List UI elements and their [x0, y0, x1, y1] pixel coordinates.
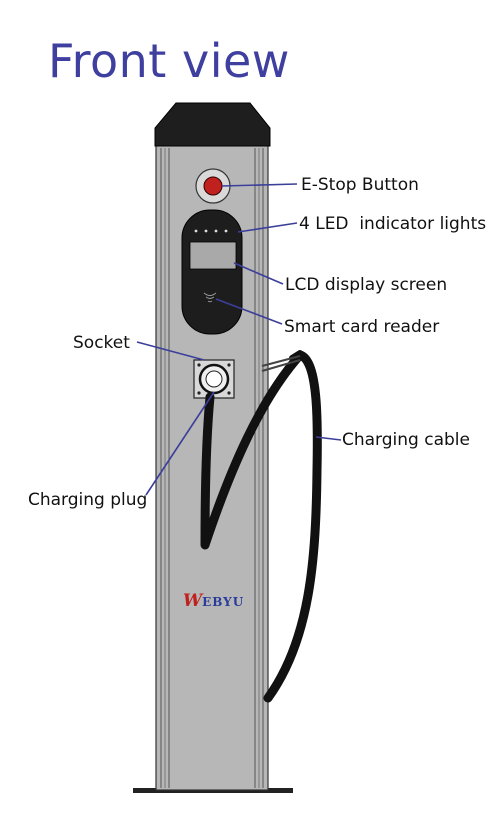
- control-panel: [181, 209, 243, 335]
- label-socket: Socket: [73, 333, 130, 353]
- label-led-indicators: 4 LED indicator lights: [299, 214, 487, 234]
- leader-plug: [145, 391, 215, 496]
- brand-logo: WEBYU: [183, 591, 245, 611]
- top-cap: [154, 102, 271, 147]
- leader-estop: [221, 183, 298, 187]
- label-charging-cable: Charging cable: [342, 430, 470, 450]
- label-charging-plug: Charging plug: [28, 490, 148, 510]
- estop-button: [203, 176, 223, 196]
- leader-led: [237, 222, 298, 233]
- leader-lcd: [233, 262, 284, 285]
- label-lcd-screen: LCD display screen: [285, 275, 448, 295]
- leader-card: [215, 298, 283, 325]
- label-card-reader: Smart card reader: [284, 317, 440, 337]
- diagram-title: Front view: [48, 34, 290, 88]
- leader-lines: [136, 183, 342, 496]
- leader-socket: [136, 341, 205, 361]
- leader-cable: [315, 436, 342, 441]
- lcd-screen: [189, 241, 237, 270]
- label-estop-button: E-Stop Button: [301, 175, 419, 195]
